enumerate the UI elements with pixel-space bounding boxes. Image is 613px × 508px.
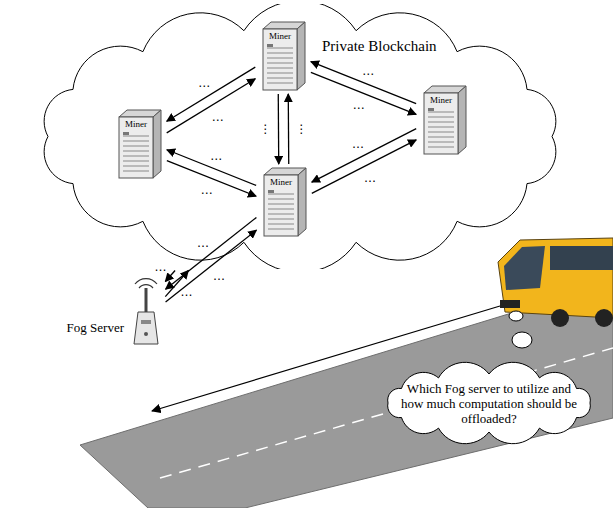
arrow-connector bbox=[167, 67, 256, 121]
ellipsis-mark: … bbox=[210, 150, 222, 162]
ellipsis-mark: … bbox=[364, 172, 376, 184]
fog-server-icon bbox=[128, 276, 164, 346]
fog-server: Fog Server bbox=[128, 276, 164, 346]
bus bbox=[498, 238, 613, 327]
ellipsis-mark: … bbox=[197, 237, 209, 249]
ellipsis-mark: … bbox=[362, 65, 374, 77]
miner-server: Miner bbox=[257, 20, 309, 92]
arrow-connector bbox=[167, 79, 256, 133]
server-icon bbox=[257, 20, 309, 92]
node-label: Fog Server bbox=[67, 320, 124, 336]
node-label: Miner bbox=[263, 31, 297, 41]
server-icon bbox=[258, 166, 310, 238]
arrow-connector bbox=[311, 62, 416, 104]
ellipsis-mark: … bbox=[198, 77, 210, 89]
ellipsis-mark: … bbox=[201, 184, 213, 196]
road bbox=[80, 282, 613, 508]
arrow-connector bbox=[288, 94, 290, 164]
arrow-connector bbox=[278, 94, 280, 164]
ellipsis-mark: … bbox=[154, 261, 166, 273]
question-text: Which Fog server to utilize and how much… bbox=[400, 381, 578, 426]
ellipsis-mark: … bbox=[352, 138, 364, 150]
node-label: Miner bbox=[119, 119, 153, 129]
node-label: Miner bbox=[264, 177, 298, 187]
miner-server: Miner bbox=[258, 166, 310, 238]
region-title: Private Blockchain bbox=[322, 38, 437, 55]
road-centre-line bbox=[160, 348, 613, 478]
arrow-connector bbox=[166, 230, 257, 302]
ellipsis-mark: … bbox=[213, 270, 225, 282]
thought-bubble: Which Fog server to utilize and how much… bbox=[370, 360, 608, 446]
blockchain-cloud: Private BlockchainMinerMinerMinerMiner bbox=[22, 4, 578, 269]
arrow-connector bbox=[167, 161, 256, 197]
miner-server: Miner bbox=[113, 108, 165, 180]
arrow-connector bbox=[166, 217, 257, 289]
arrow-connector bbox=[165, 271, 175, 282]
thought-dot-large bbox=[512, 332, 532, 348]
ellipsis-mark: … bbox=[353, 99, 365, 111]
ellipsis-mark: ⋮ bbox=[295, 123, 307, 135]
arrow-connector bbox=[167, 150, 256, 186]
miner-server: Miner bbox=[418, 84, 470, 156]
server-icon bbox=[113, 108, 165, 180]
ellipsis-mark: … bbox=[212, 111, 224, 123]
node-label: Miner bbox=[424, 95, 458, 105]
ellipsis-mark: ⋮ bbox=[260, 123, 272, 135]
ellipsis-mark: … bbox=[181, 286, 193, 298]
server-icon bbox=[418, 84, 470, 156]
thought-dot-small bbox=[509, 311, 523, 321]
arrow-connector bbox=[311, 72, 416, 114]
